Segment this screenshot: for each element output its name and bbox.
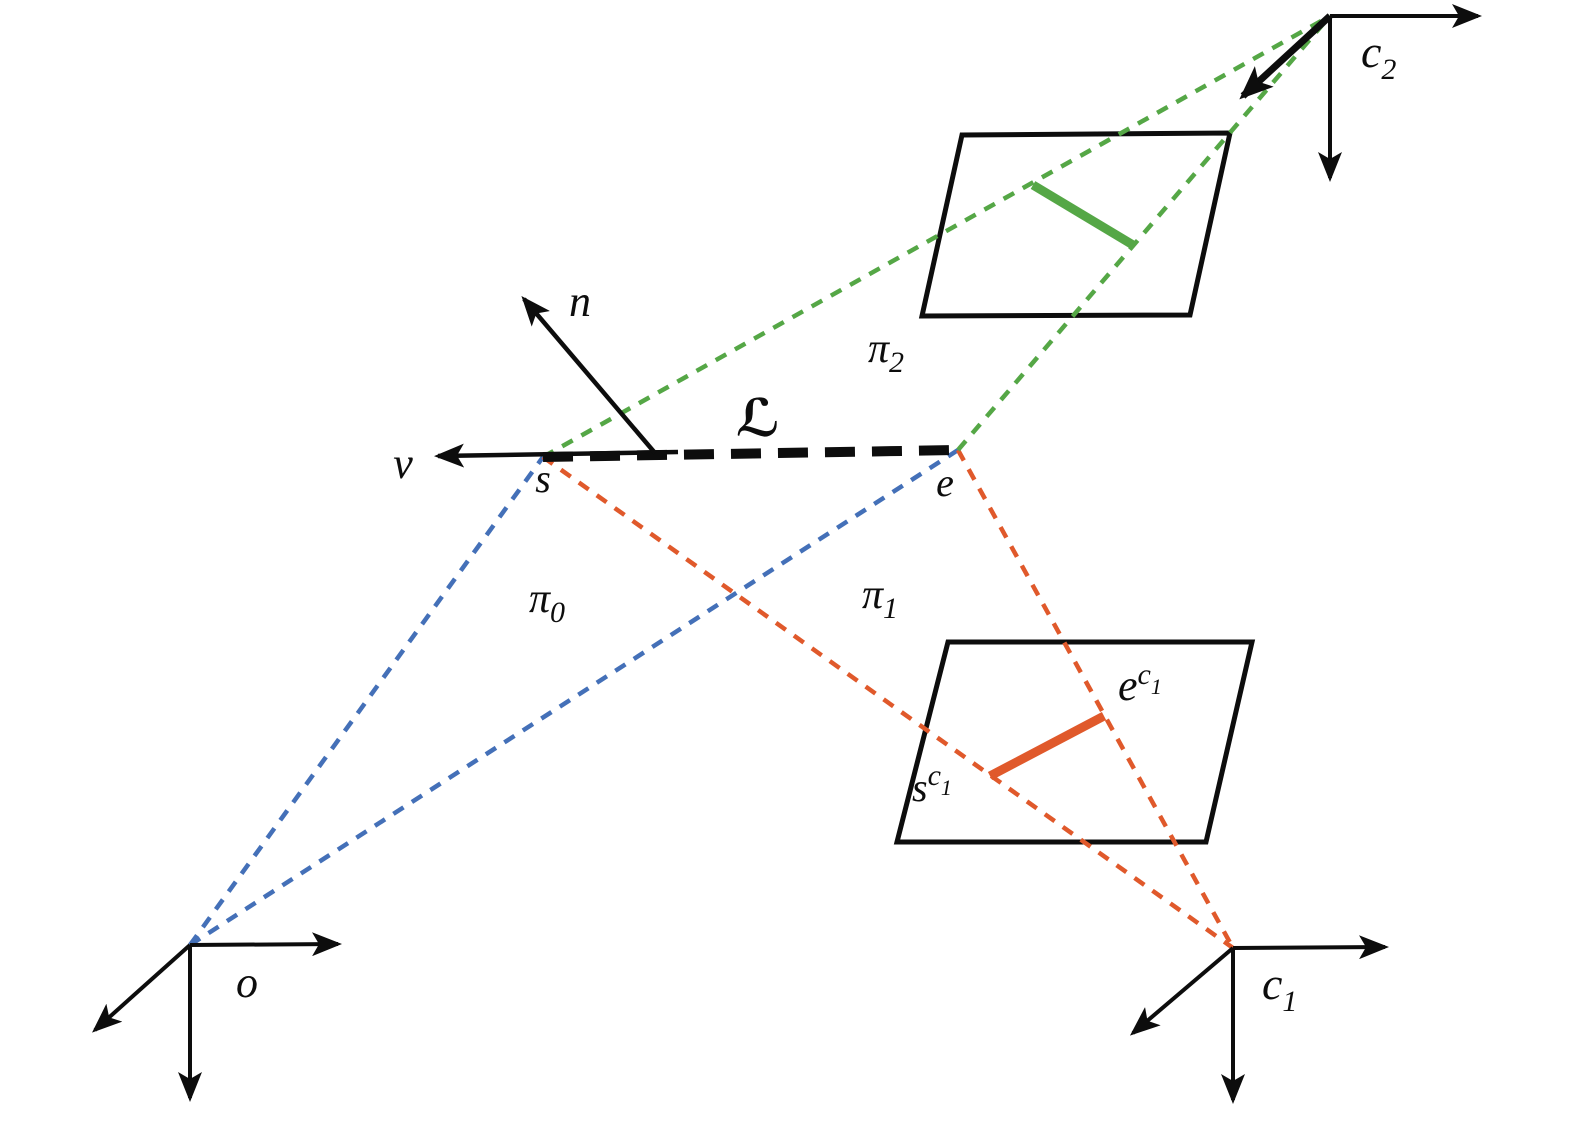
- camera1-symbol: c: [1262, 958, 1282, 1009]
- projected-line-camera2: [1030, 181, 1136, 249]
- label-line-L: ℒ: [736, 388, 781, 449]
- ray-s-to-camera1: [541, 455, 1235, 950]
- camera2-subscript: 2: [1381, 53, 1396, 86]
- label-origin-o: o: [236, 958, 258, 1007]
- image-plane-camera2: [918, 130, 1234, 319]
- ray-origin-to-e: [188, 448, 960, 947]
- label-camera2: c2: [1361, 26, 1396, 86]
- label-plane-pi2: π2: [868, 326, 904, 379]
- ray-origin-to-s: [188, 455, 545, 947]
- world-frame-x-axis: [189, 932, 342, 957]
- camera1-frame-z-axis: [1129, 946, 1235, 1036]
- pi0-symbol: π: [529, 576, 551, 622]
- pi1-symbol: π: [862, 572, 884, 618]
- camera2-frame-z-axis: [1239, 13, 1333, 100]
- pi0-subscript: 0: [550, 596, 565, 629]
- proj-s-symbol: s: [912, 765, 928, 810]
- proj-s-superscript: c: [928, 759, 941, 792]
- label-v: v: [393, 439, 413, 488]
- camera1-subscript: 1: [1282, 985, 1297, 1018]
- label-plane-pi0: π0: [529, 576, 565, 629]
- proj-s-superscript-sub: 1: [941, 775, 952, 800]
- pi1-subscript: 1: [883, 592, 898, 625]
- line-L-segment: [542, 445, 959, 462]
- proj-e-superscript-sub: 1: [1151, 674, 1162, 699]
- world-frame-z-axis: [92, 943, 192, 1033]
- ray-s-to-camera2: [541, 14, 1332, 459]
- proj-e-superscript: c: [1138, 658, 1151, 691]
- ray-e-to-camera2: [956, 14, 1332, 452]
- label-n: n: [569, 277, 591, 326]
- camera2-symbol: c: [1361, 26, 1381, 77]
- normal-vector-n: [521, 295, 657, 455]
- camera1-frame-x-axis: [1232, 935, 1389, 960]
- label-s: s: [535, 456, 551, 501]
- projected-line-camera1: [987, 712, 1107, 780]
- label-e: e: [936, 460, 954, 505]
- ray-e-to-camera1: [956, 448, 1235, 950]
- pi2-symbol: π: [868, 326, 890, 372]
- pi2-subscript: 2: [889, 346, 904, 379]
- image-plane-camera1: [893, 639, 1256, 845]
- label-projected-s-camera1: sc1: [912, 759, 952, 810]
- label-projected-e-camera1: ec1: [1118, 658, 1162, 710]
- label-camera1: c1: [1262, 958, 1297, 1018]
- label-plane-pi1: π1: [862, 572, 898, 625]
- proj-e-symbol: e: [1118, 661, 1138, 710]
